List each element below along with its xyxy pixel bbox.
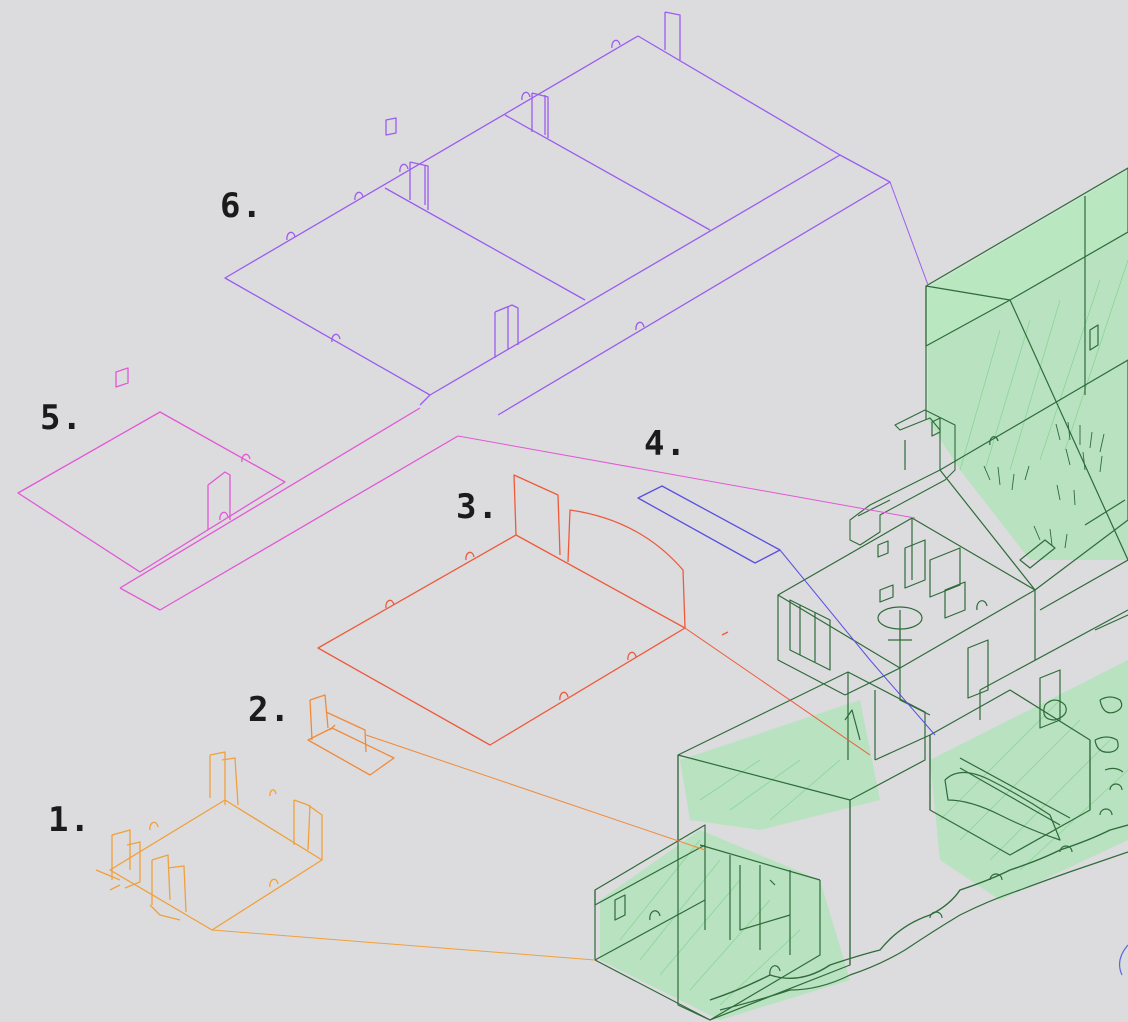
room-label-1: 1.: [48, 800, 91, 840]
room-1-outline: [96, 752, 595, 960]
foliage-strokes: [620, 260, 1128, 1005]
room-label-5: 5.: [40, 398, 83, 438]
room-label-3: 3.: [456, 487, 499, 527]
room-2-outline: [308, 695, 705, 850]
room-label-6: 6.: [220, 186, 263, 226]
room-5-outline: [18, 368, 915, 610]
room-3-outline: [318, 475, 870, 755]
room-4-outline: [638, 486, 935, 735]
room-6-outline: [225, 12, 928, 415]
room-label-4: 4.: [644, 424, 687, 464]
foliage-shading: [600, 170, 1128, 1020]
ground-outline: [710, 825, 1128, 1000]
building-sketch: [595, 168, 1128, 1020]
blue-curve: [1120, 945, 1128, 975]
room-label-2: 2.: [248, 690, 291, 730]
